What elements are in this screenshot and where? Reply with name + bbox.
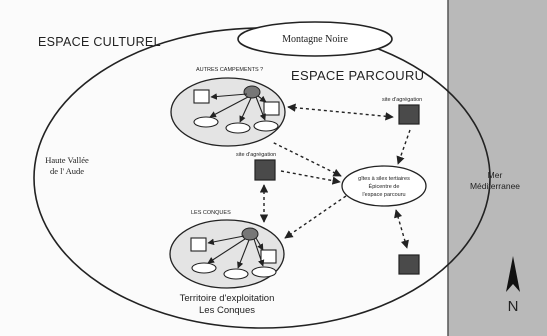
espace-culturel-title: ESPACE CULTUREL — [38, 35, 161, 49]
haute-vallee-label-line1: Haute Vallée — [45, 155, 89, 165]
camp-upper-arrow — [210, 93, 248, 100]
camp-upper-square-left — [193, 89, 210, 104]
camp-conques-arrow — [207, 238, 246, 264]
camp-upper-center-node — [243, 85, 261, 99]
camp-conques-arrow — [237, 239, 250, 269]
territoire-label-line2: Les Conques — [199, 305, 255, 316]
camp-conques-arrow — [207, 235, 245, 246]
autres-campements-label: AUTRES CAMPEMENTS ? — [196, 67, 263, 73]
espace-parcouru-title: ESPACE PARCOURU — [291, 68, 424, 83]
camp-upper-square-right — [263, 101, 280, 116]
path-epicentre-to-site-lower — [394, 209, 409, 249]
haute-vallee-label-line2: de l' Aude — [50, 166, 84, 176]
les-conques-label: LES CONQUES — [191, 210, 231, 216]
montagne-noire-ellipse — [237, 21, 393, 57]
camp-conques-square-left — [190, 237, 207, 252]
camp-conques-oval-2 — [223, 268, 249, 280]
camp-conques-oval-3 — [251, 266, 277, 278]
path-site-top-to-epicentre — [396, 129, 411, 165]
camp-upper-oval-2 — [225, 122, 251, 134]
epicentre-label-line1: gîtes à silex tertiaires — [358, 176, 410, 182]
mer-label-line1: Mer — [488, 170, 503, 180]
sea-band — [448, 0, 547, 336]
camp-upper-arrow — [239, 97, 252, 123]
site-agregation-top-label: site d'agrégation — [382, 97, 422, 103]
mer-label-line2: Méditerranee — [470, 181, 520, 191]
montagne-noire-label: Montagne Noire — [282, 34, 348, 45]
camp-upper-arrow — [209, 96, 249, 118]
north-arrow-icon — [506, 256, 520, 292]
camp-conques-square-right — [260, 249, 277, 264]
territoire-label-line1: Territoire d'exploitation — [180, 293, 275, 304]
north-label: N — [508, 298, 519, 315]
site-agregation-mid-label: site d'agrégation — [236, 152, 276, 158]
site-agregation-mid-square — [254, 159, 276, 181]
path-epicentre-to-conques — [284, 195, 347, 239]
epicentre-label-line3: l'espace parcouru — [362, 192, 405, 198]
path-site-mid-to-epicentre — [280, 170, 341, 185]
camp-conques-arrow — [255, 237, 264, 251]
camp-upper-arrow — [255, 96, 266, 121]
site-agregation-top-square — [398, 104, 420, 125]
site-lower-square — [398, 254, 420, 275]
path-epicentre-to-upper-camp — [271, 141, 342, 177]
path-camp-to-site-top — [287, 103, 394, 121]
camp-upper-oval-1 — [193, 116, 219, 128]
camp-upper-oval-3 — [253, 120, 279, 132]
epicentre-ellipse — [341, 165, 427, 207]
epicentre-label-line2: Épicentre de — [369, 183, 400, 190]
camp-conques-arrow — [253, 238, 265, 267]
camp-conques-oval-1 — [191, 262, 217, 274]
camp-conques-center-node — [241, 227, 259, 241]
camp-upper-arrow — [257, 95, 267, 103]
